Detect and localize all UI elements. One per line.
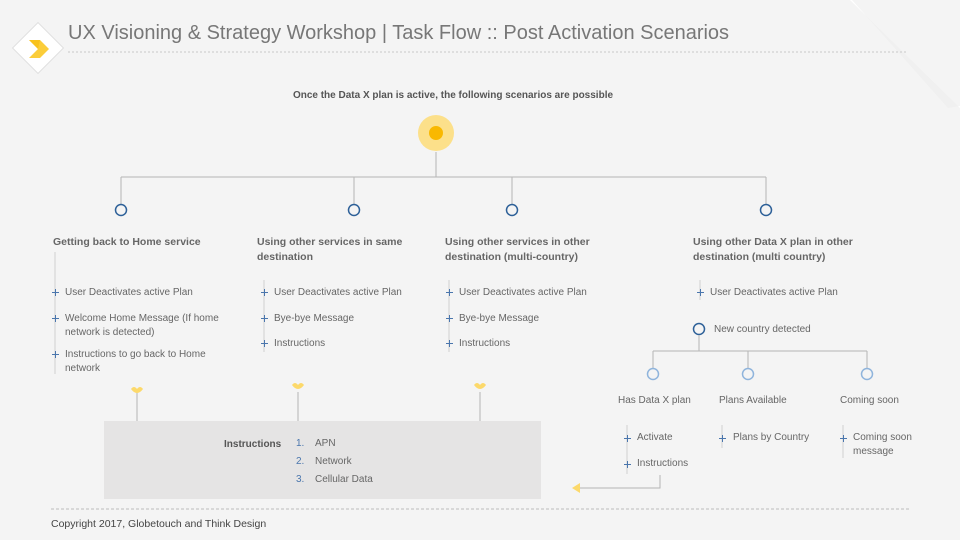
list-item: User Deactivates active Plan	[65, 287, 193, 298]
list-item: Activate	[637, 432, 673, 443]
branch-label: New country detected	[714, 324, 811, 335]
list-item: User Deactivates active Plan	[710, 287, 838, 298]
diagram-subtitle: Once the Data X plan is active, the foll…	[292, 90, 614, 101]
step-text: Cellular Data	[315, 474, 373, 485]
list-item: Welcome Home Message (If home network is…	[65, 313, 219, 338]
column-heading-2: Using other services in same destination	[257, 236, 403, 263]
column-heading-4: Using other Data X plan in other destina…	[693, 236, 853, 263]
column-heading-1: Getting back to Home service	[53, 236, 201, 248]
plus-icon	[261, 289, 268, 296]
plus-icon	[446, 289, 453, 296]
heart-connector-1	[131, 387, 143, 393]
plus-icon	[719, 435, 726, 442]
column-heading-3: Using other services in other destinatio…	[445, 236, 590, 263]
branch-connectors	[652, 335, 868, 368]
heart-connector-3	[474, 383, 486, 389]
plus-icon	[624, 461, 631, 468]
list-item: Bye-bye Message	[274, 313, 355, 324]
node-home-service	[114, 203, 128, 217]
node-new-country	[692, 322, 706, 336]
plus-icon	[697, 289, 704, 296]
node-coming-soon	[860, 367, 874, 381]
heart-connector-2	[292, 383, 304, 389]
list-item: User Deactivates active Plan	[274, 287, 402, 298]
list-item: Instructions	[274, 338, 326, 349]
corner-fold-shadow	[852, 0, 960, 108]
plus-icon	[52, 315, 59, 322]
node-same-destination	[347, 203, 361, 217]
instructions-box	[104, 421, 541, 499]
step-number: 3.	[296, 474, 305, 485]
step-text: Network	[315, 456, 352, 467]
page-title: UX Visioning & Strategy Workshop | Task …	[68, 22, 730, 44]
box-connectors	[136, 392, 661, 489]
root-node-inner	[429, 126, 443, 140]
plus-icon	[446, 340, 453, 347]
node-other-plan	[759, 203, 773, 217]
sub-heading-coming-soon: Coming soon	[840, 395, 899, 406]
plus-icon	[624, 435, 631, 442]
copyright-footer: Copyright 2017, Globetouch and Think Des…	[51, 518, 267, 530]
step-number: 1.	[296, 438, 305, 449]
node-other-destination	[505, 203, 519, 217]
list-item: Coming soon message	[853, 432, 912, 457]
plus-icon	[446, 315, 453, 322]
node-has-plan	[646, 367, 660, 381]
logo-icon	[11, 21, 65, 75]
step-number: 2.	[296, 456, 305, 467]
arrow-to-box	[572, 483, 580, 493]
list-item: Instructions	[459, 338, 511, 349]
node-plans-available	[741, 367, 755, 381]
list-item: Instructions to go back to Home network	[65, 349, 206, 374]
plus-icon	[261, 340, 268, 347]
plus-icon	[52, 351, 59, 358]
instructions-label: Instructions	[224, 439, 282, 450]
list-item: Instructions	[637, 458, 689, 469]
list-item: Plans by Country	[733, 432, 810, 443]
list-item: Bye-bye Message	[459, 313, 540, 324]
step-text: APN	[315, 438, 336, 449]
list-item: User Deactivates active Plan	[459, 287, 587, 298]
plus-icon	[840, 435, 847, 442]
sub-heading-plans-available: Plans Available	[719, 395, 787, 406]
plus-icon	[261, 315, 268, 322]
plus-icon	[52, 289, 59, 296]
sub-heading-has-plan: Has Data X plan	[618, 395, 691, 406]
tree-connectors	[120, 152, 767, 204]
